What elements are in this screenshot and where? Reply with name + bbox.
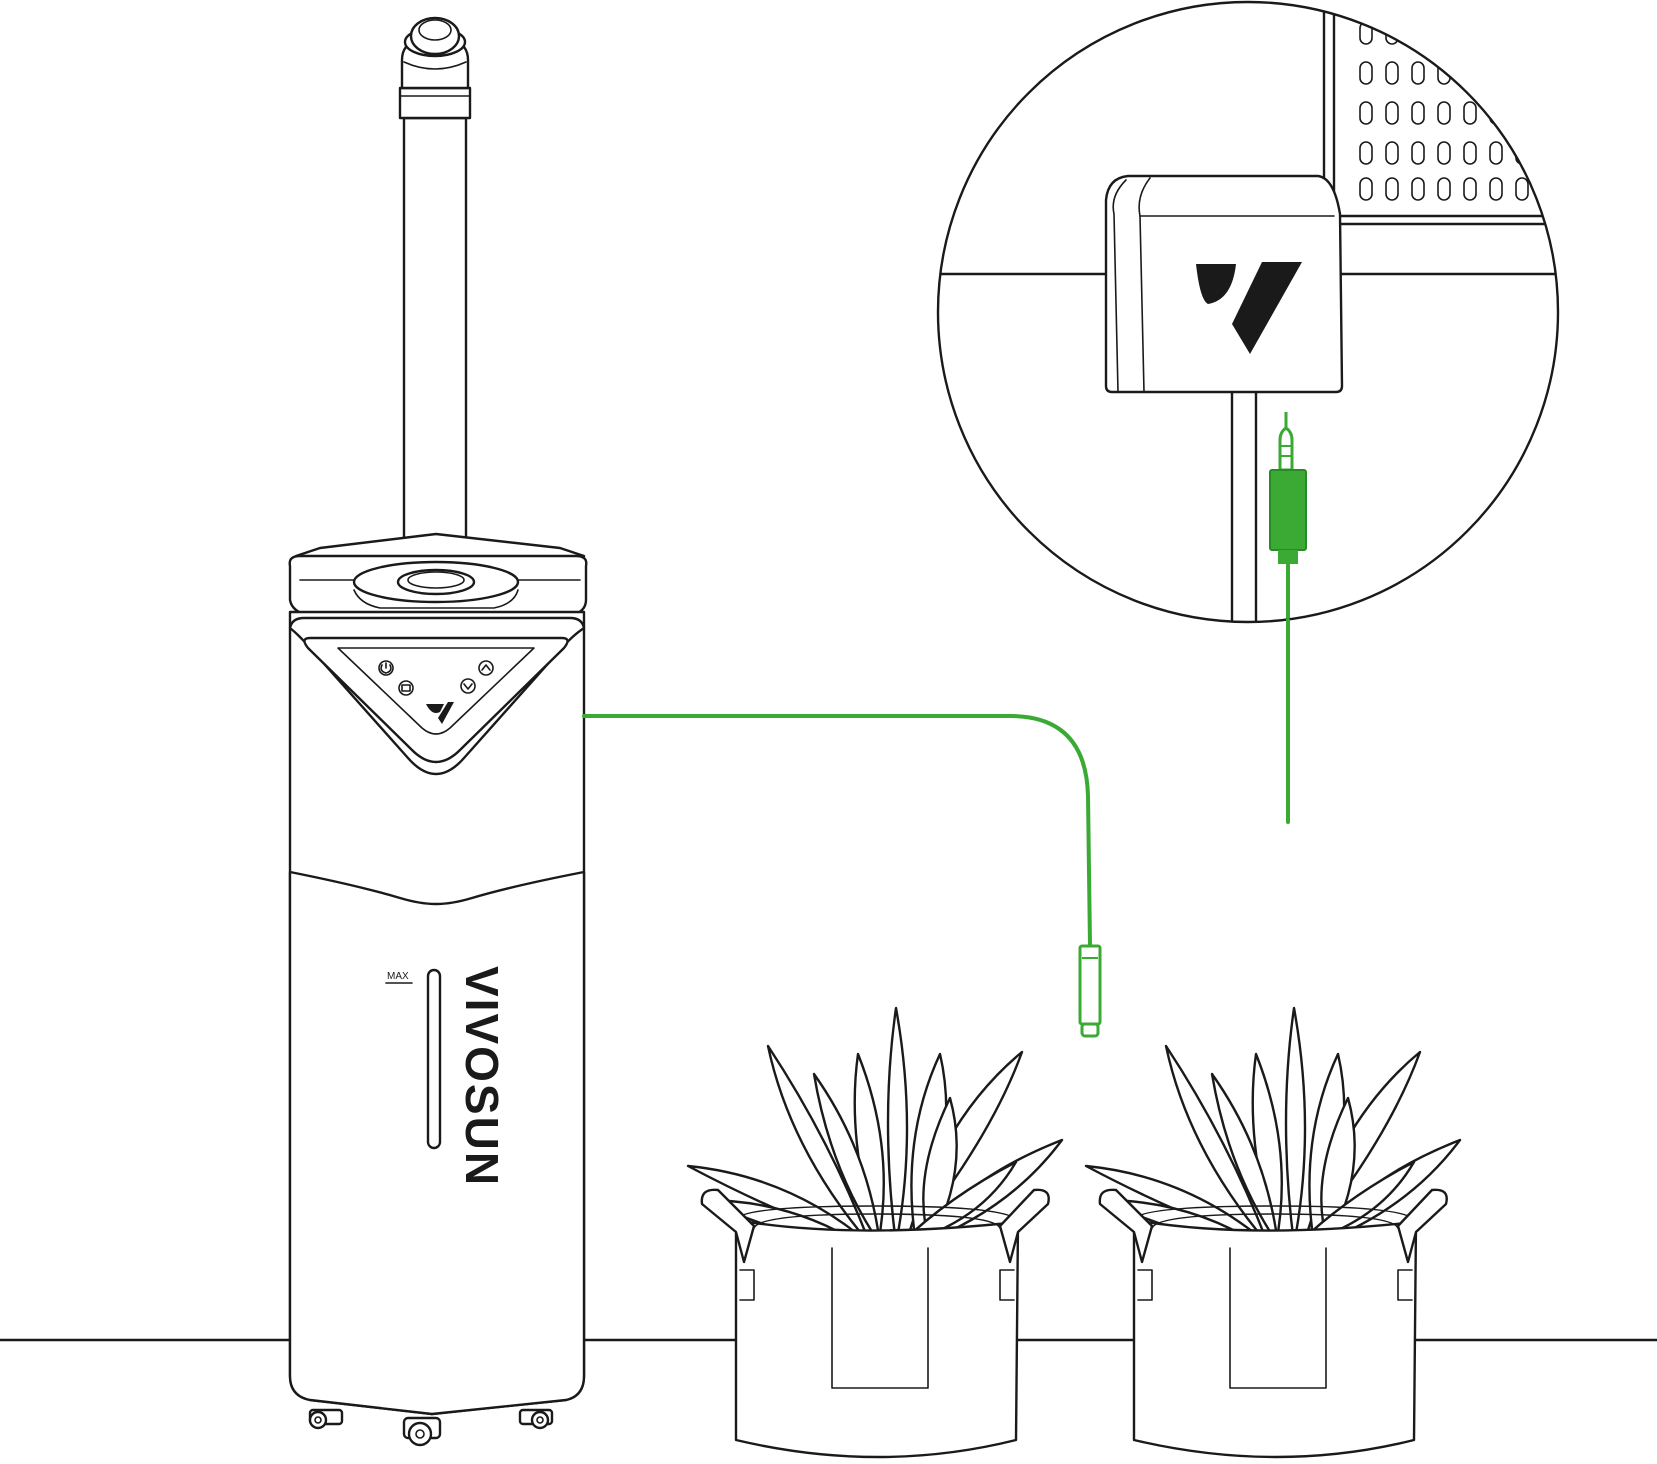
detail-inset — [936, 0, 1560, 824]
sensor-probe — [1078, 944, 1102, 1038]
caster-wheels — [308, 1408, 554, 1447]
control-panel — [288, 616, 586, 776]
mist-nozzle — [400, 16, 470, 90]
up-arrow-icon[interactable] — [478, 660, 494, 676]
plant-leaves — [686, 1006, 1064, 1246]
humidifier: MAX VIVOSUN — [288, 16, 588, 1447]
mist-tube — [402, 116, 468, 590]
down-arrow-icon[interactable] — [460, 678, 476, 694]
power-icon[interactable] — [378, 660, 394, 676]
sensor-cable — [582, 714, 1102, 1038]
vivosun-v-logo — [426, 702, 454, 724]
plant-leaves — [1084, 1006, 1462, 1246]
vivosun-v-logo — [1196, 262, 1302, 354]
tube-collar — [398, 86, 472, 120]
sensor-plug — [1269, 412, 1307, 564]
plant-pot-right — [1084, 1006, 1462, 1459]
plant-pot-left — [686, 1006, 1064, 1459]
controller-box — [1104, 174, 1344, 394]
mode-icon[interactable] — [398, 680, 414, 696]
water-level-window — [426, 968, 442, 1150]
max-label: MAX — [387, 971, 409, 982]
top-lid — [288, 532, 588, 618]
brand-wordmark: VIVOSUN — [456, 966, 508, 1187]
